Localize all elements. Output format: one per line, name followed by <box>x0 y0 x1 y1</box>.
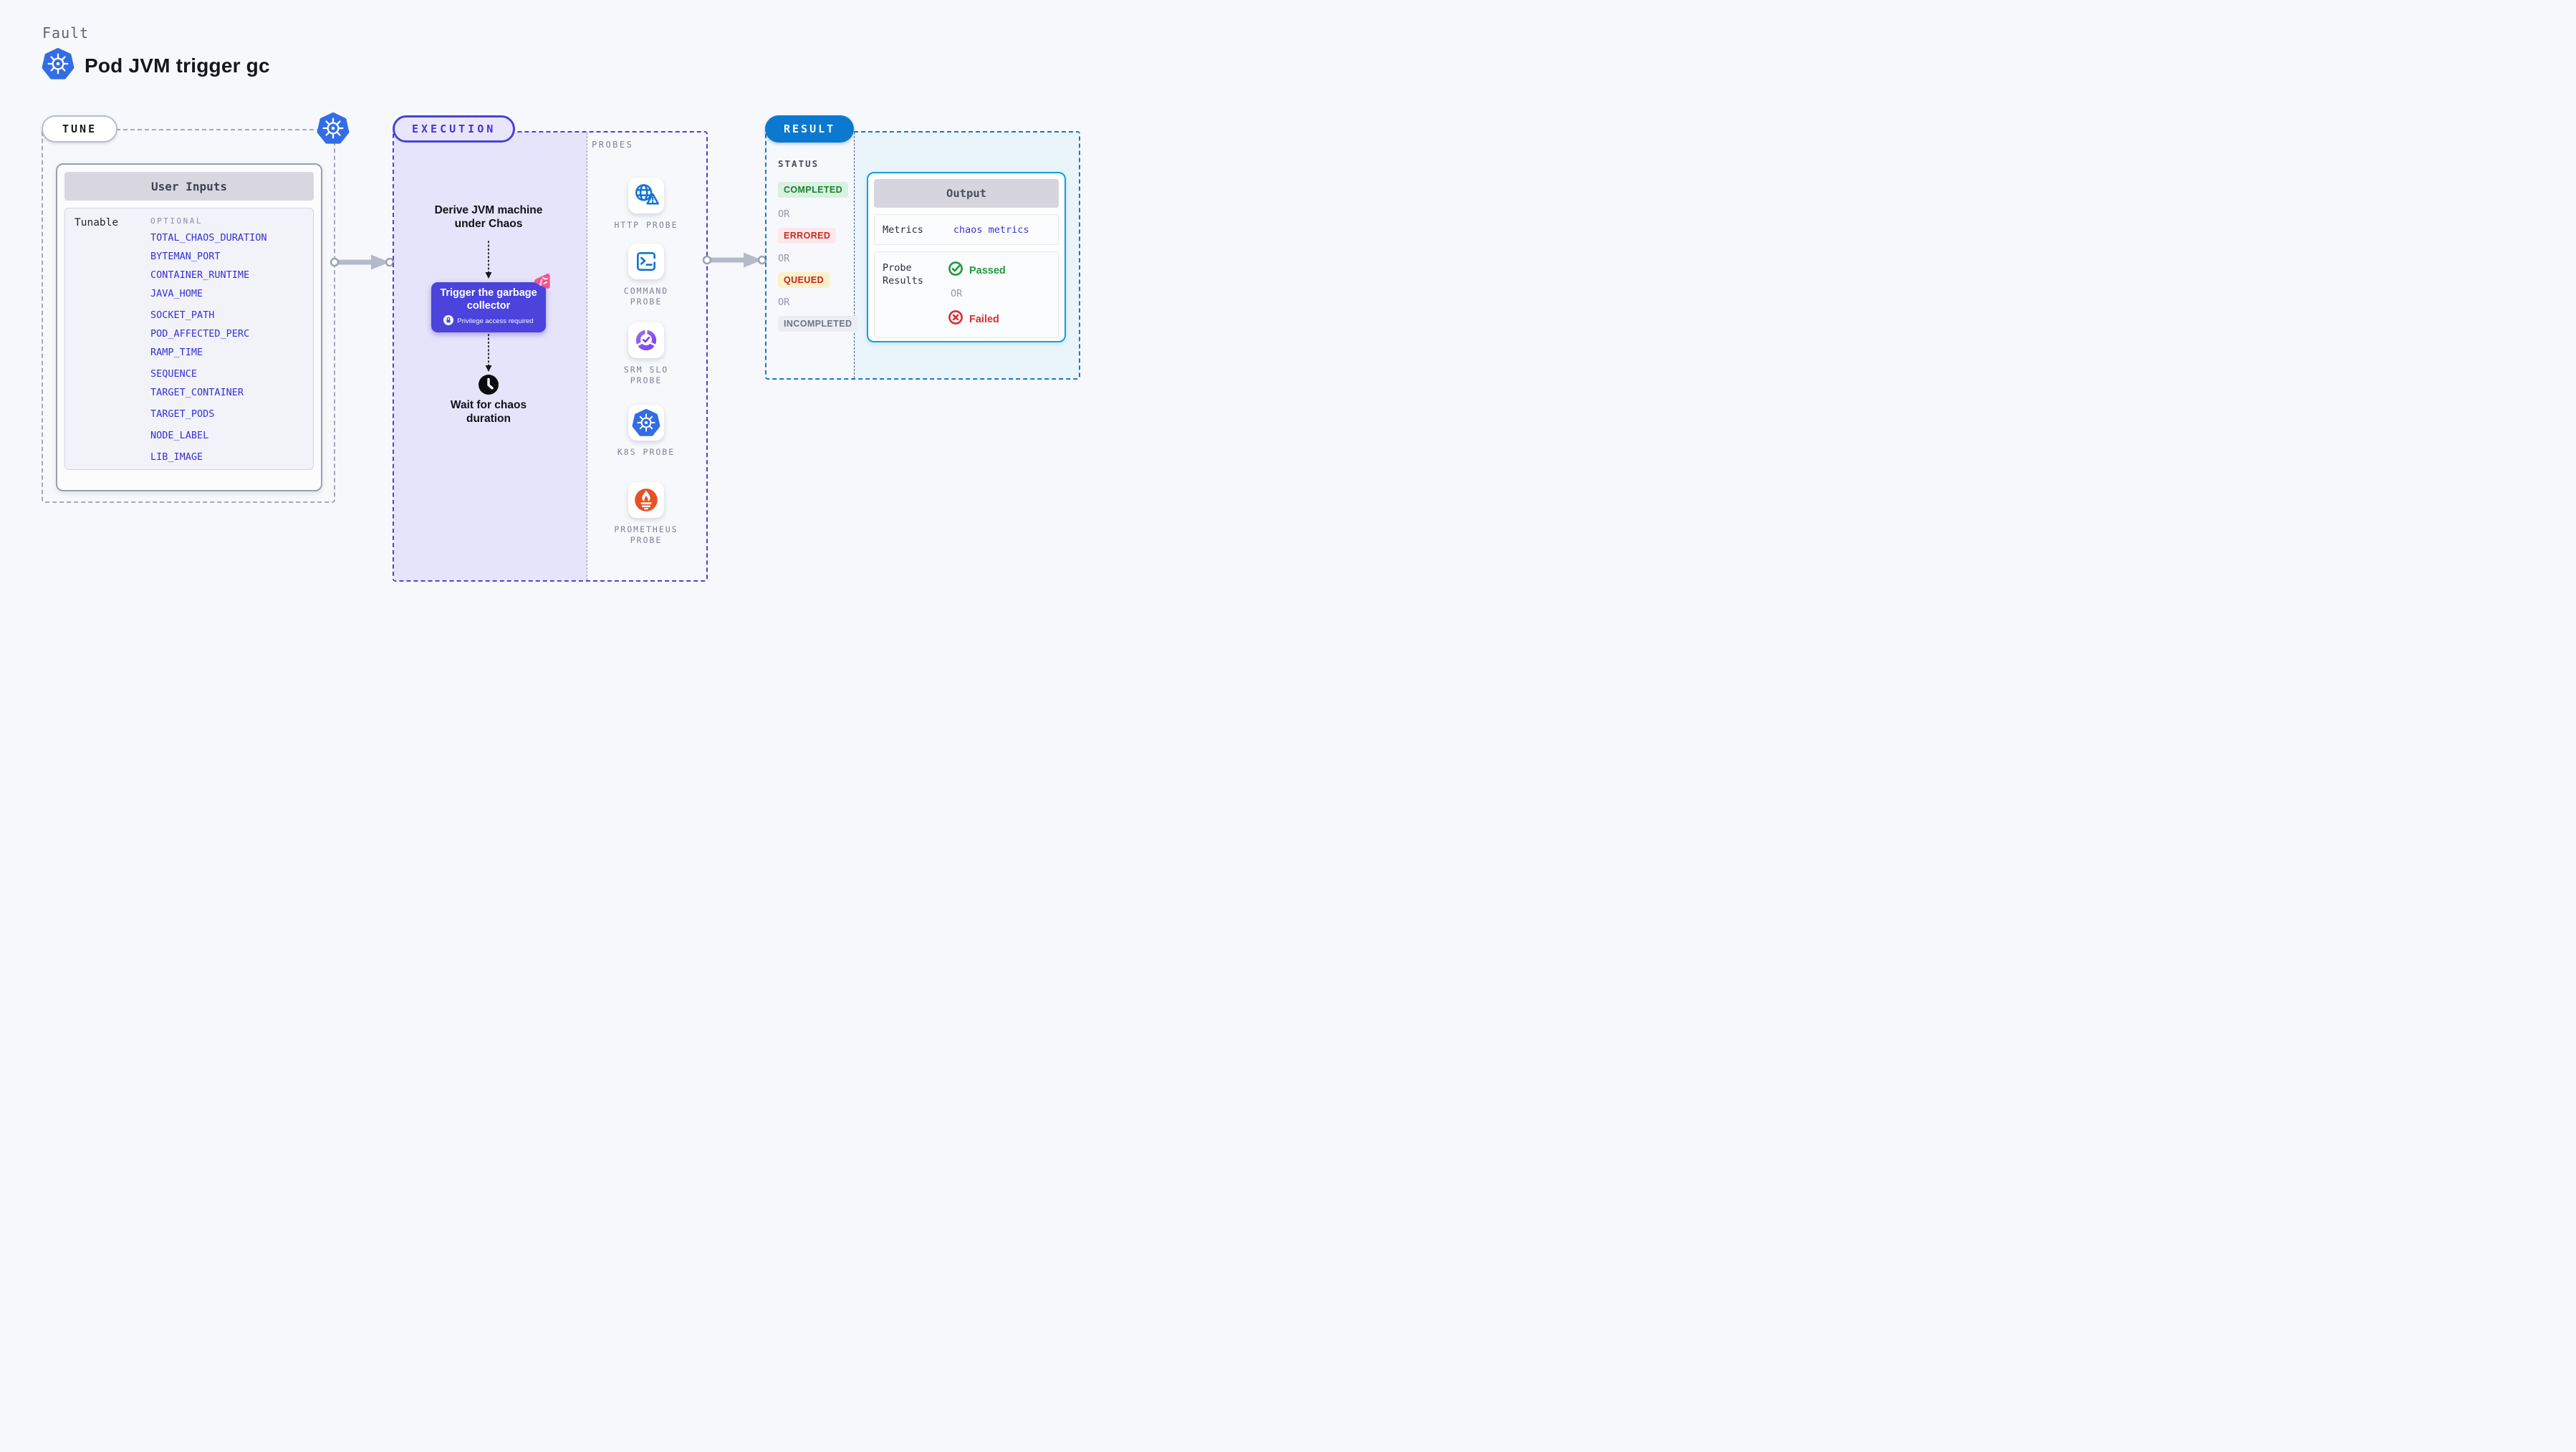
kubernetes-icon <box>42 47 75 84</box>
probe-item-http: HTTP PROBE <box>607 178 686 231</box>
or-separator: OR <box>951 288 963 299</box>
derive-jvm-step-label: Derive JVM machine under Chaos <box>434 204 543 231</box>
title-row: Pod JVM trigger gc <box>42 47 270 84</box>
metrics-label: Metrics <box>883 223 923 236</box>
globe-alert-icon <box>628 178 664 213</box>
privilege-note: Privilege access required <box>443 314 534 327</box>
result-section-label: RESULT <box>765 115 855 143</box>
status-badge-errored: ERRORED <box>778 228 837 244</box>
user-inputs-title: User Inputs <box>64 172 314 201</box>
x-circle-icon <box>948 309 963 329</box>
tune-section-label: TUNE <box>42 115 118 143</box>
metrics-row: Metrics chaos metrics <box>874 214 1059 245</box>
check-circle-icon <box>948 261 963 280</box>
execution-section-label: EXECUTION <box>393 115 516 143</box>
execution-flow-area <box>394 133 587 580</box>
probe-results-row: Probe Results Passed OR <box>874 251 1059 338</box>
flow-down-arrow-icon <box>484 334 494 372</box>
lock-icon <box>443 314 454 327</box>
probe-results-label: Probe Results <box>883 262 923 287</box>
or-separator: OR <box>778 208 790 220</box>
execution-to-result-arrow-icon <box>702 251 769 269</box>
param-link[interactable]: SOCKET_PATH <box>150 309 215 321</box>
kubernetes-icon <box>317 112 350 148</box>
tune-section-box <box>42 129 335 503</box>
probe-result-failed: Failed <box>948 309 999 329</box>
user-inputs-list: Tunable OPTIONAL TOTAL_CHAOS_DURATION BY… <box>64 208 314 470</box>
execution-section-box <box>393 131 708 582</box>
param-link[interactable]: CONTAINER_RUNTIME <box>150 269 250 281</box>
probe-label: HTTP PROBE <box>614 220 678 230</box>
page-title: Pod JVM trigger gc <box>85 54 270 77</box>
param-link[interactable]: SEQUENCE <box>150 368 198 380</box>
param-link[interactable]: BYTEMAN_PORT <box>150 251 221 262</box>
param-link[interactable]: NODE_LABEL <box>150 430 209 441</box>
status-badge-queued: QUEUED <box>778 272 830 288</box>
failed-label: Failed <box>969 313 999 325</box>
probe-label: SRM SLO PROBE <box>623 365 669 385</box>
trigger-gc-button[interactable]: Trigger the garbage collector Privilege … <box>431 282 546 332</box>
fault-eyebrow-label: Fault <box>42 24 90 42</box>
wait-step-label: Wait for chaos duration <box>450 399 527 425</box>
output-card-title: Output <box>874 179 1059 208</box>
probe-item-k8s: K8S PROBE <box>607 405 686 458</box>
user-inputs-card: User Inputs Tunable OPTIONAL TOTAL_CHAOS… <box>56 163 322 491</box>
param-link[interactable]: LIB_IMAGE <box>150 451 203 463</box>
probe-item-command: COMMAND PROBE <box>607 244 686 307</box>
fault-diagram-page: Fault Pod JVM trigger gc TUNE <box>0 0 1123 633</box>
optional-column-label: OPTIONAL <box>150 216 203 226</box>
status-output-divider <box>854 133 855 378</box>
clock-icon <box>478 374 499 399</box>
metrics-value-link[interactable]: chaos metrics <box>953 223 1029 236</box>
or-separator: OR <box>778 297 790 308</box>
or-separator: OR <box>778 253 790 264</box>
probe-label: PROMETHEUS PROBE <box>614 524 678 545</box>
tunable-row-label: Tunable <box>75 217 119 229</box>
probes-column-label: PROBES <box>592 140 634 150</box>
param-link[interactable]: RAMP_TIME <box>150 347 203 358</box>
terminal-icon <box>628 244 664 279</box>
privilege-note-text: Privilege access required <box>457 317 534 325</box>
status-badge-completed: COMPLETED <box>778 182 849 198</box>
param-link[interactable]: TARGET_PODS <box>150 408 215 420</box>
probe-result-passed: Passed <box>948 261 1006 280</box>
slo-donut-icon <box>628 322 664 358</box>
chaos-badge-icon <box>532 273 552 296</box>
param-link[interactable]: JAVA_HOME <box>150 288 203 299</box>
param-link[interactable]: TOTAL_CHAOS_DURATION <box>150 232 267 244</box>
trigger-gc-button-label: Trigger the garbage collector <box>440 287 537 312</box>
prometheus-icon <box>628 482 664 518</box>
status-badge-incompleted: INCOMPLETED <box>778 316 858 332</box>
tune-to-execution-arrow-icon <box>330 253 397 271</box>
probe-label: K8S PROBE <box>617 447 676 457</box>
kubernetes-icon <box>628 405 664 441</box>
probe-item-srm-slo: SRM SLO PROBE <box>607 322 686 386</box>
passed-label: Passed <box>969 264 1006 277</box>
output-card: Output Metrics chaos metrics Probe Resul… <box>867 172 1066 342</box>
probe-label: COMMAND PROBE <box>623 286 669 307</box>
probe-item-prometheus: PROMETHEUS PROBE <box>607 482 686 546</box>
param-link[interactable]: TARGET_CONTAINER <box>150 387 244 398</box>
param-list: TOTAL_CHAOS_DURATION BYTEMAN_PORT CONTAI… <box>150 233 267 471</box>
param-link[interactable]: POD_AFFECTED_PERC <box>150 328 250 340</box>
status-heading: STATUS <box>778 158 820 169</box>
flow-down-arrow-icon <box>484 241 494 279</box>
